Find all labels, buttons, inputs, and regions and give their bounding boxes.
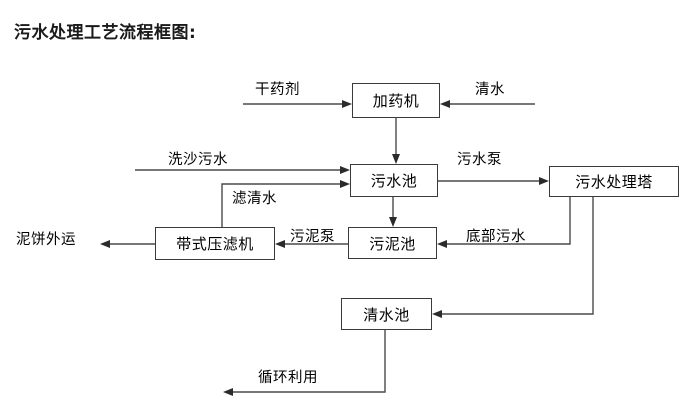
edge-clean-water-to-dosing: [440, 100, 535, 108]
edge-dry-reagent-to-dosing: [243, 100, 352, 108]
edge-label-recycle-reuse: 循环利用: [258, 370, 318, 386]
edge-filter-press-to-mudcake: [100, 240, 155, 248]
node-dosing-machine[interactable]: 加药机: [352, 83, 440, 118]
edge-label-filtered-water: 滤清水: [232, 191, 277, 207]
node-treatment-tower[interactable]: 污水处理塔: [549, 166, 679, 197]
edge-label-sewage-pump: 污水泵: [457, 152, 502, 168]
edge-sewage-pump-to-tower: [438, 177, 549, 185]
node-label: 清水池: [363, 305, 410, 324]
node-clear-water-pool[interactable]: 清水池: [341, 298, 432, 330]
edge-tower-to-clear-water-pool: [432, 197, 594, 318]
edge-label-sand-wash-sewage: 洗沙污水: [168, 152, 228, 168]
node-sludge-pool[interactable]: 污泥池: [348, 227, 437, 259]
node-label: 带式压滤机: [176, 235, 254, 253]
edge-label-bottom-sewage: 底部污水: [466, 229, 526, 245]
edge-dosing-to-wastewater-pool: [392, 118, 400, 164]
node-label: 污水池: [370, 172, 418, 190]
node-label: 加药机: [372, 92, 420, 110]
node-belt-filter-press[interactable]: 带式压滤机: [155, 227, 275, 260]
edge-label-clean-water: 清水: [475, 82, 505, 98]
node-label: 污泥池: [369, 234, 416, 253]
edge-label-dry-reagent: 干药剂: [255, 82, 300, 98]
node-wastewater-pool[interactable]: 污水池: [350, 164, 438, 197]
node-label: 污水处理塔: [575, 173, 653, 191]
terminal-label-mud-cake-out: 泥饼外运: [16, 232, 76, 248]
edge-label-sludge-pump: 污泥泵: [290, 229, 335, 245]
edge-wastewater-pool-to-sludge-pool: [389, 197, 397, 227]
page-title: 污水处理工艺流程框图:: [14, 23, 197, 43]
